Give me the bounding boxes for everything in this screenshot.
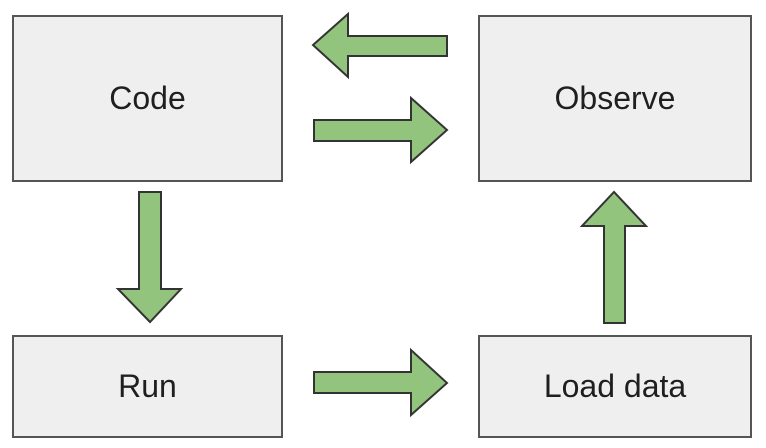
arrow-code-to-observe (313, 95, 449, 165)
load-data-node: Load data (478, 335, 752, 438)
arrow-run-to-load-data (313, 347, 449, 418)
code-node-label: Code (109, 80, 186, 116)
observe-node-label: Observe (554, 80, 676, 116)
arrow-code-to-run (115, 191, 184, 324)
code-node: Code (12, 15, 283, 182)
run-node-label: Run (118, 368, 177, 404)
arrow-load-data-to-observe (579, 190, 649, 324)
observe-node: Observe (478, 15, 752, 182)
run-node: Run (12, 335, 283, 438)
arrow-observe-to-code (311, 11, 448, 80)
load-data-node-label: Load data (543, 368, 687, 404)
